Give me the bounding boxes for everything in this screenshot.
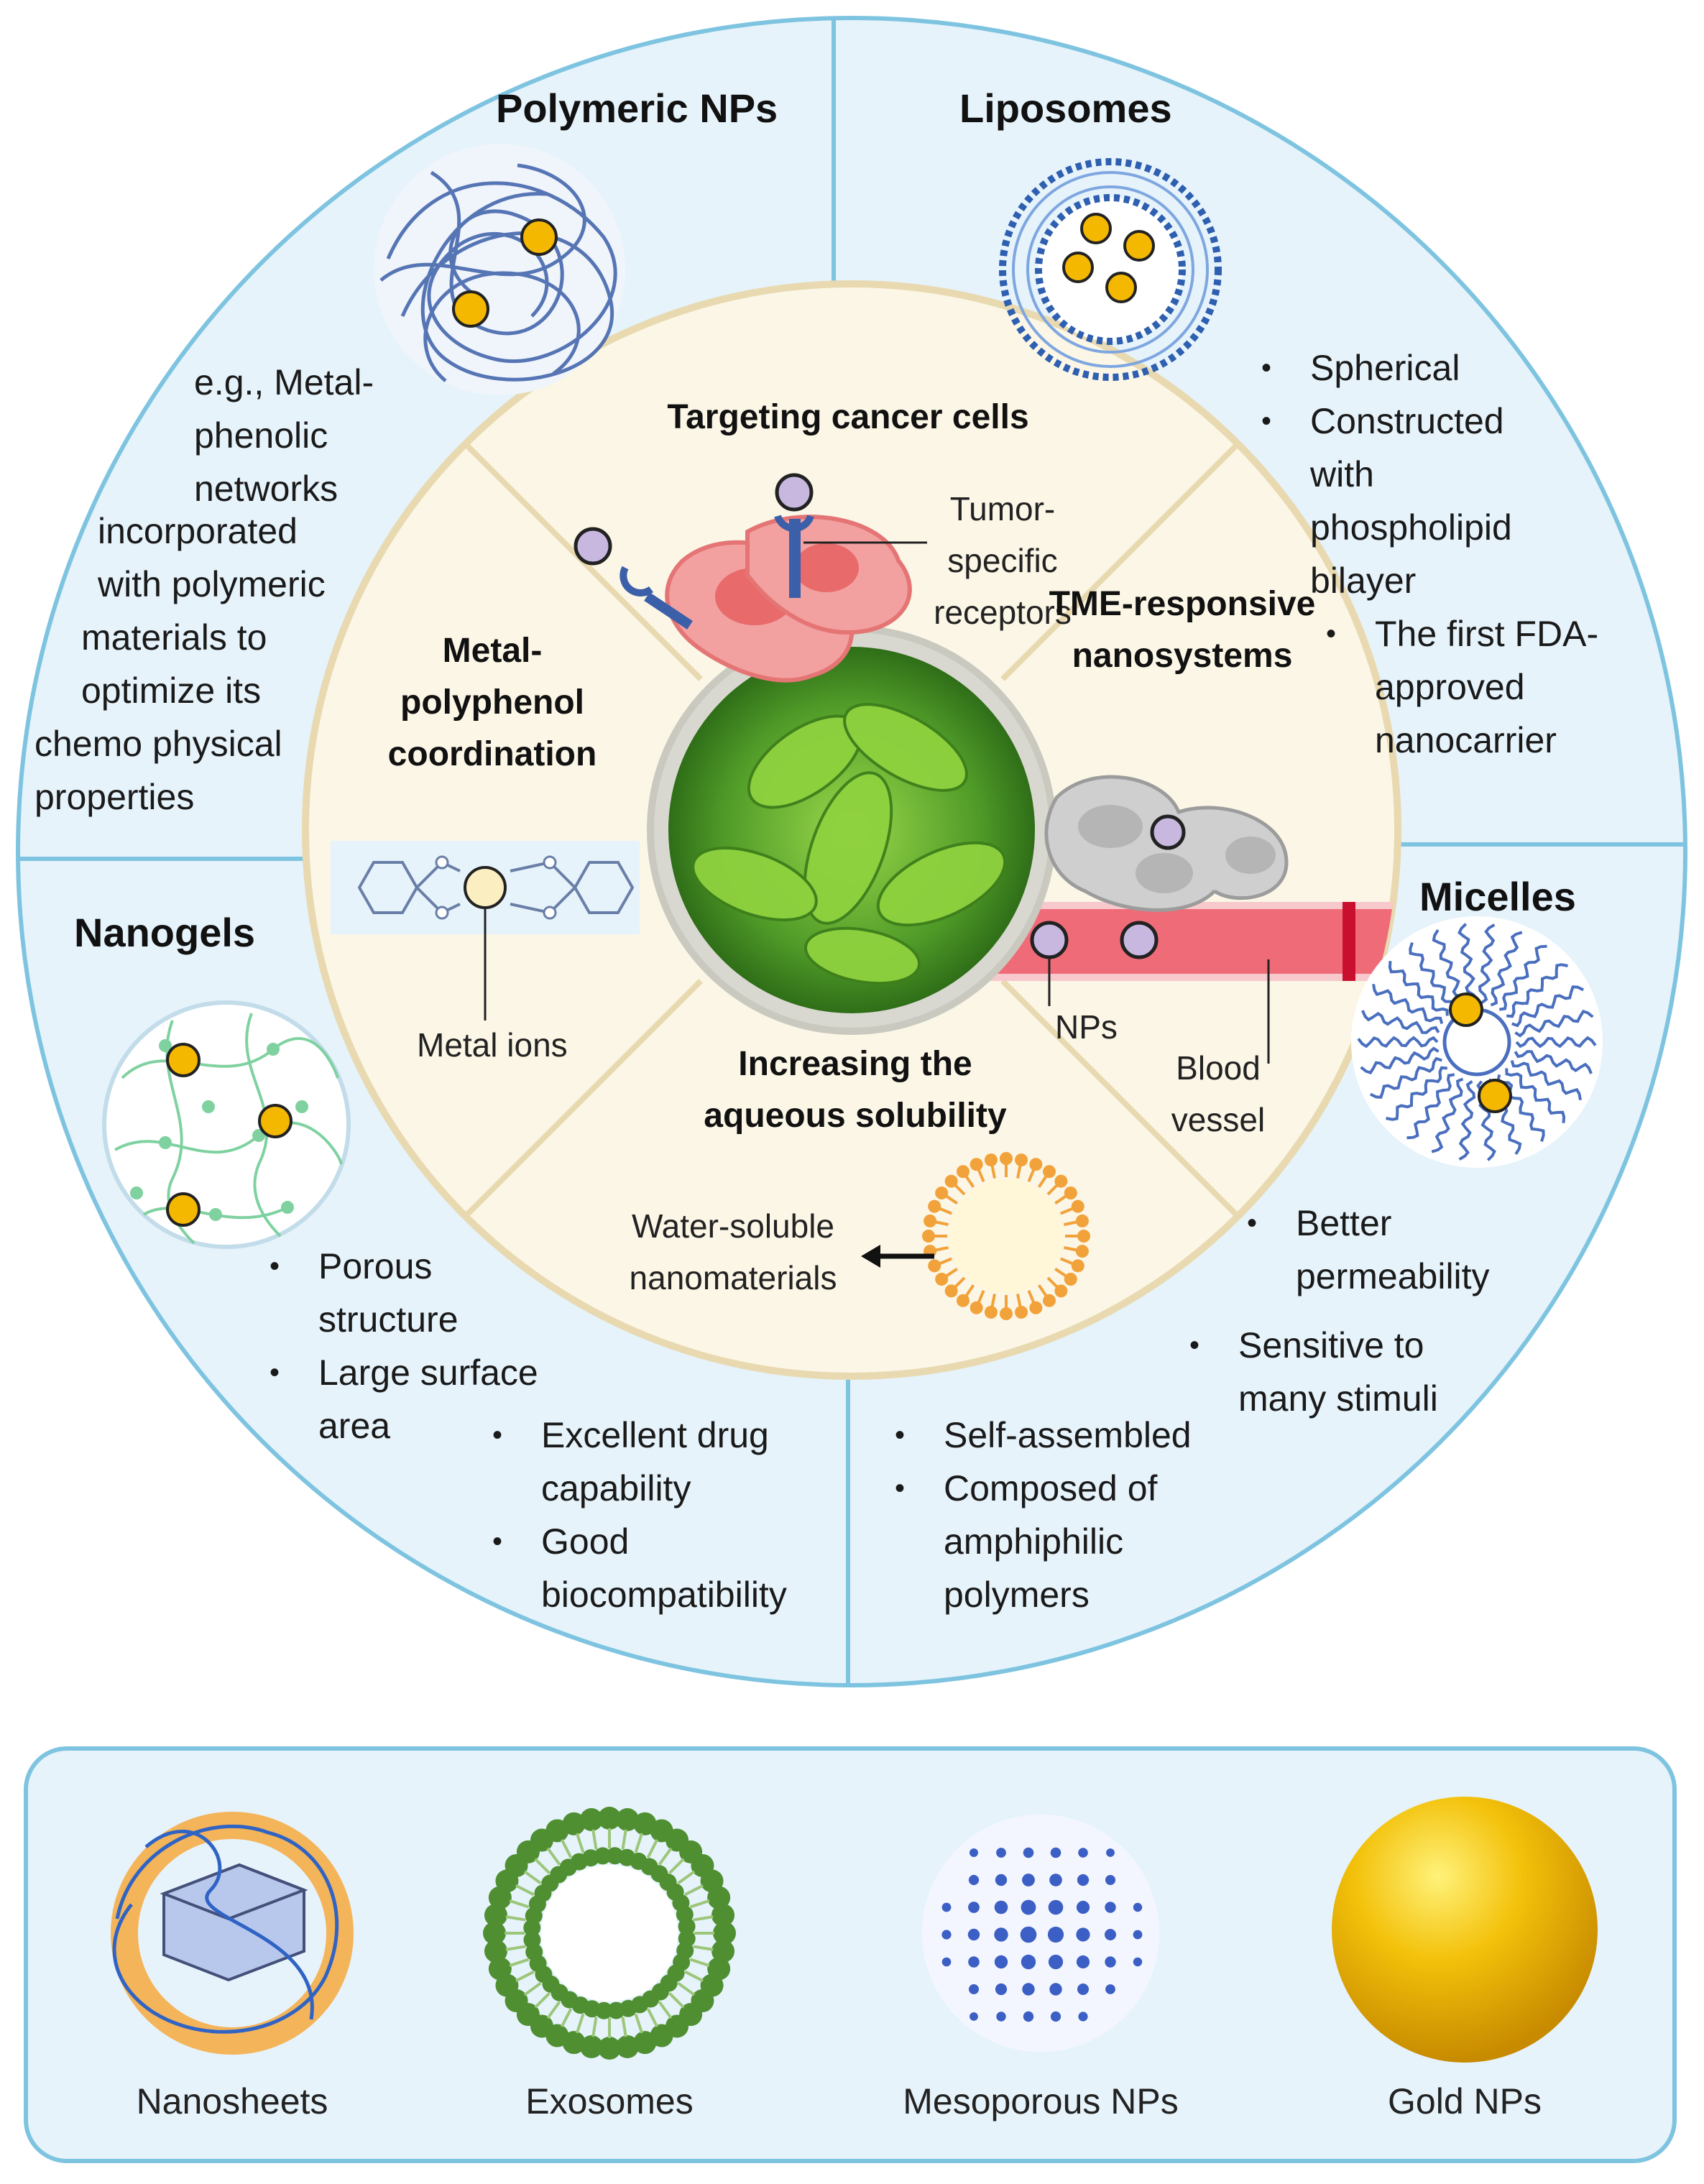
exosomes-label: Exosomes xyxy=(525,2081,694,2121)
bullet-item: Large surface area xyxy=(270,1346,577,1452)
desc-line: materials to xyxy=(81,617,267,658)
metal-polyphenol-title: Metal-polyphenol coordination xyxy=(387,632,597,773)
desc-line: with polymeric xyxy=(98,564,326,604)
nanogels-title: Nanogels xyxy=(74,910,256,955)
nanosheets-label: Nanosheets xyxy=(136,2081,328,2121)
nanosheet-icon xyxy=(111,1812,354,2055)
cancer-cells-icon xyxy=(665,515,912,683)
micelles-title: Micelles xyxy=(1419,874,1576,919)
tme-title: TME-responsive nanosystems xyxy=(1049,585,1316,675)
bullet-item: Sensitive to many stimuli xyxy=(1189,1319,1483,1425)
nanogels-bullets: Porous structure Large surface area xyxy=(270,1240,571,1452)
bullet-item: Excellent drug capability xyxy=(492,1409,829,1515)
polymeric-description: e.g., Metal- phenolic networks xyxy=(194,356,410,515)
bullet-item: Better permeability xyxy=(1247,1197,1569,1303)
liposomes-title: Liposomes xyxy=(959,86,1172,131)
micelles-bullets-2: Sensitive to many stimuli xyxy=(1189,1319,1491,1425)
bullet-item: Good biocompatibility xyxy=(492,1515,843,1621)
bullet-item: The first FDA-approved nanocarrier xyxy=(1326,607,1628,767)
bullet-item: Composed of amphiphilic polymers xyxy=(895,1462,1217,1621)
desc-line: incorporated xyxy=(98,511,298,551)
nanogel-icon xyxy=(102,1000,351,1249)
liposomes-bullets: Spherical Constructed with phospholipid … xyxy=(1261,341,1512,607)
bullet-item: Self-assembled xyxy=(895,1409,1225,1462)
desc-line: phenolic xyxy=(194,415,328,456)
metal-polyphenol-structure xyxy=(331,841,640,1020)
micelles-bullets-3: Self-assembled Composed of amphiphilic p… xyxy=(895,1409,1225,1621)
polymeric-description-2: incorporated with polymeric materials to… xyxy=(34,504,379,824)
liposome-icon xyxy=(999,158,1222,381)
liposomes-bullets-2: The first FDA-approved nanocarrier xyxy=(1326,607,1628,767)
mesoporous-np-icon xyxy=(922,1815,1159,2052)
targeting-title: Targeting cancer cells xyxy=(667,398,1029,436)
arrow-left-icon xyxy=(861,1245,880,1268)
solubility-title: Increasing the aqueous solubility xyxy=(704,1045,1007,1135)
micelles-bullets: Better permeability xyxy=(1247,1197,1549,1303)
exosome-icon xyxy=(483,1807,736,2060)
nps-label: NPs xyxy=(1055,1008,1118,1046)
blood-vessel-label: Blood vessel xyxy=(1171,1049,1266,1138)
polymeric-np-icon xyxy=(374,144,625,395)
nanogels-bullets-2: Excellent drug capability Good biocompat… xyxy=(492,1409,837,1621)
water-soluble-label: Water-soluble nanomaterials xyxy=(629,1207,837,1296)
gold-np-icon xyxy=(1332,1797,1598,2063)
desc-line: e.g., Metal- xyxy=(194,362,374,402)
gold-label: Gold NPs xyxy=(1388,2081,1542,2121)
nanoparticle-icon xyxy=(1030,921,1270,1064)
tme-cells-icon xyxy=(1044,775,1289,912)
metal-ions-label: Metal ions xyxy=(417,1026,568,1064)
bullet-item: Constructed with phospholipid bilayer xyxy=(1261,395,1512,607)
tumor-receptors-label: Tumor-specific receptors xyxy=(934,490,1072,631)
desc-line: chemo physical xyxy=(34,724,282,764)
tumor-receptor-icon xyxy=(574,473,927,630)
desc-line: optimize its xyxy=(81,671,262,711)
desc-line: networks xyxy=(194,469,339,509)
water-soluble-nanomaterial-icon xyxy=(861,1152,1090,1320)
bullet-item: Porous structure xyxy=(270,1240,527,1346)
bottom-icons xyxy=(111,1797,1598,2063)
metal-ion-icon xyxy=(464,866,507,909)
polymeric-nps-title: Polymeric NPs xyxy=(496,86,778,131)
bullet-item: Spherical xyxy=(1261,341,1498,395)
mesoporous-label: Mesoporous NPs xyxy=(903,2081,1179,2121)
micelle-icon xyxy=(1351,916,1603,1168)
main-circle-diagram xyxy=(16,16,1687,1687)
desc-line: properties xyxy=(34,777,195,817)
